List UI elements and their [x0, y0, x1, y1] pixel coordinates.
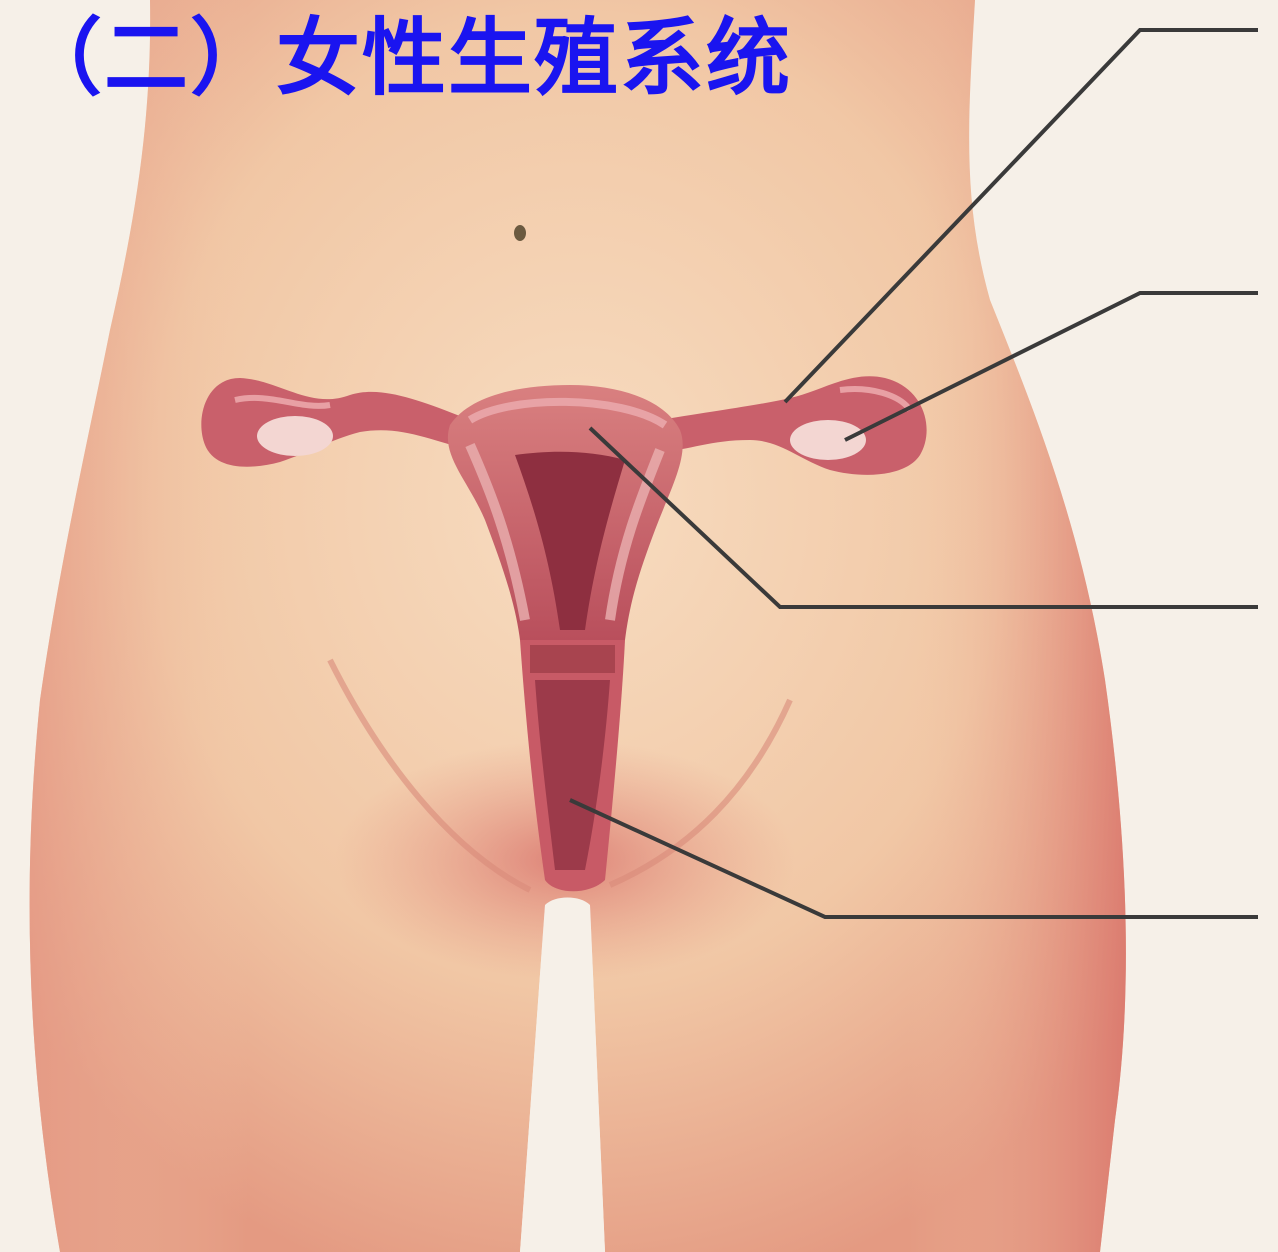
- left-ovary: [257, 416, 333, 456]
- cervix: [530, 645, 615, 673]
- page-title: （二）女性生殖系统: [18, 8, 792, 108]
- navel: [514, 225, 526, 241]
- right-ovary: [790, 420, 866, 460]
